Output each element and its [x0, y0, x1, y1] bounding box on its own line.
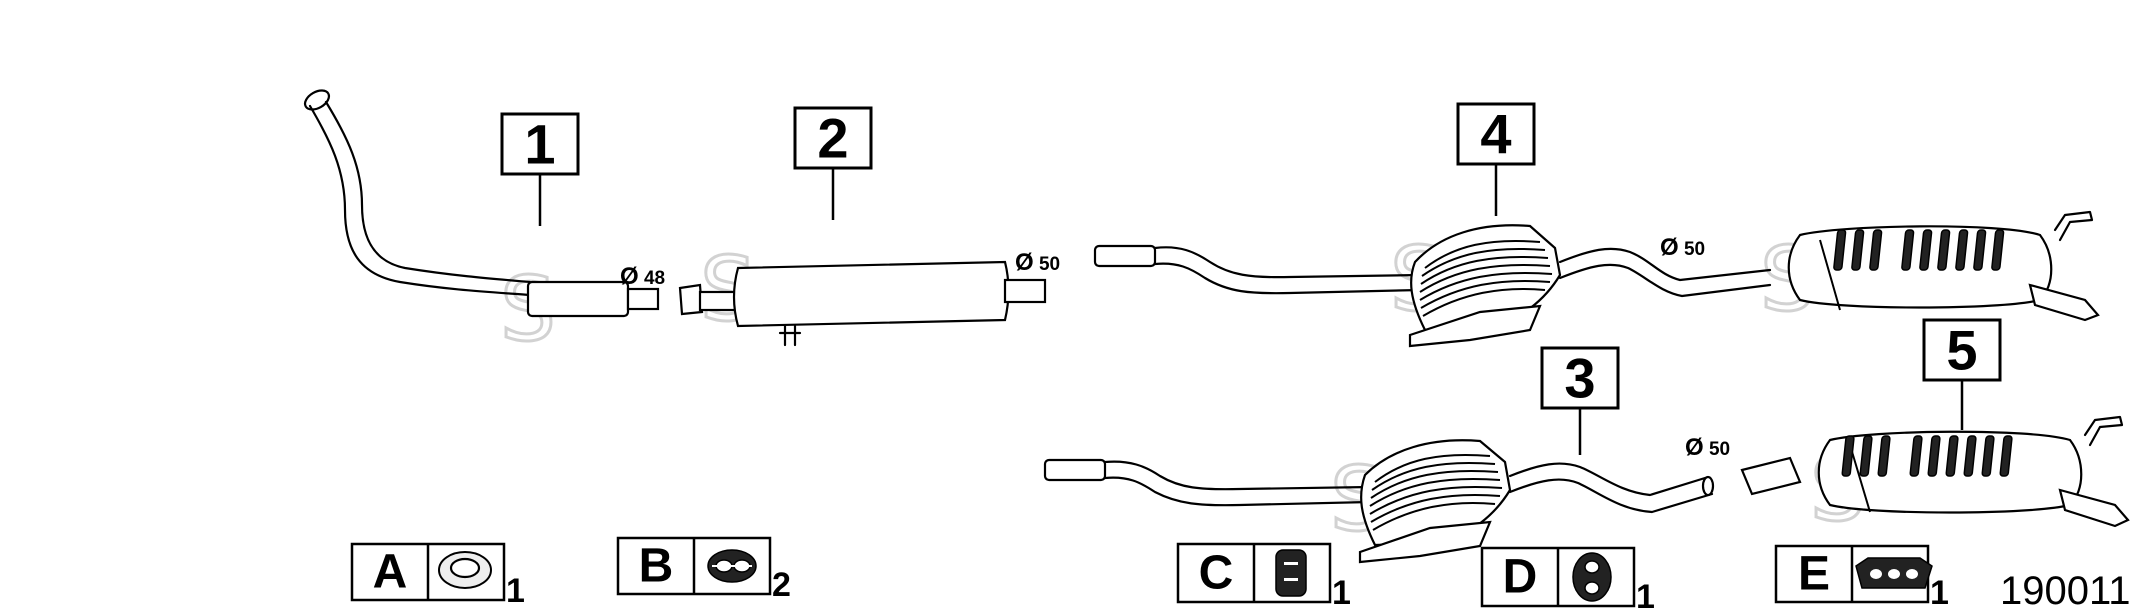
svg-text:Ø 50: Ø 50 — [1015, 249, 1060, 276]
callout-5[interactable]: 5 — [1922, 318, 2002, 431]
diameter-label-part2: Ø 50 — [1015, 249, 1060, 276]
diameter-value: 50 — [1684, 239, 1705, 260]
callout-label: 2 — [817, 107, 848, 170]
diameter-symbol: Ø — [1660, 234, 1679, 261]
accessory-letter: A — [373, 546, 408, 599]
callout-1[interactable]: 1 — [500, 112, 580, 227]
part-5-rear-muffler[interactable] — [1740, 415, 2130, 528]
part-3-rear-front-section[interactable] — [1043, 439, 1715, 564]
accessory-qty: 1 — [1332, 574, 1351, 612]
accessory-qty: 1 — [1636, 578, 1655, 613]
accessory-b[interactable]: B 2 — [616, 536, 791, 604]
diameter-value: 50 — [1709, 439, 1730, 460]
diameter-symbol: Ø — [620, 263, 639, 290]
part-2-middle-silencer[interactable] — [678, 260, 1047, 347]
rubber-mount-icon — [707, 549, 757, 583]
triple-hole-mount-icon — [1855, 557, 1933, 589]
accessory-letter: B — [639, 540, 674, 593]
accessory-e[interactable]: E 1 — [1774, 544, 1949, 612]
accessory-letter: C — [1199, 547, 1234, 600]
muffler-slots — [1841, 435, 2013, 477]
svg-text:Ø 48: Ø 48 — [620, 263, 665, 290]
accessory-letter: E — [1798, 548, 1830, 601]
accessory-a[interactable]: A 1 — [350, 542, 525, 610]
svg-text:Ø 50: Ø 50 — [1685, 434, 1730, 461]
callout-3[interactable]: 3 — [1540, 346, 1620, 456]
diameter-label-part4: Ø 50 — [1660, 234, 1705, 261]
callout-label: 4 — [1480, 103, 1511, 166]
accessory-c[interactable]: C 1 — [1176, 542, 1351, 612]
part-1-front-pipe[interactable] — [302, 87, 660, 318]
callout-label: 1 — [524, 113, 555, 176]
accessory-letter: D — [1503, 551, 1538, 604]
svg-text:Ø 50: Ø 50 — [1660, 234, 1705, 261]
diameter-label-part3: Ø 50 — [1685, 434, 1730, 461]
diagram-id: 190011 — [2000, 569, 2131, 613]
diameter-value: 50 — [1039, 254, 1060, 275]
diameter-value: 48 — [644, 268, 665, 289]
muffler-slots — [1833, 229, 2005, 271]
diameter-symbol: Ø — [1015, 249, 1034, 276]
diameter-label-part1: Ø 48 — [620, 263, 665, 290]
part-4-rear-system[interactable] — [1093, 210, 2100, 348]
gasket-ring-icon — [438, 551, 492, 589]
hanger-ring-icon — [1572, 552, 1612, 602]
accessory-qty: 1 — [506, 572, 525, 610]
diameter-symbol: Ø — [1685, 434, 1704, 461]
callout-4[interactable]: 4 — [1456, 102, 1536, 217]
bracket-clip-icon — [1275, 549, 1307, 597]
callout-label: 3 — [1564, 347, 1595, 410]
callout-2[interactable]: 2 — [793, 106, 873, 221]
accessory-qty: 2 — [772, 566, 791, 604]
callout-label: 5 — [1946, 319, 1977, 382]
accessory-qty: 1 — [1930, 574, 1949, 612]
accessory-d[interactable]: D 1 — [1480, 546, 1655, 613]
